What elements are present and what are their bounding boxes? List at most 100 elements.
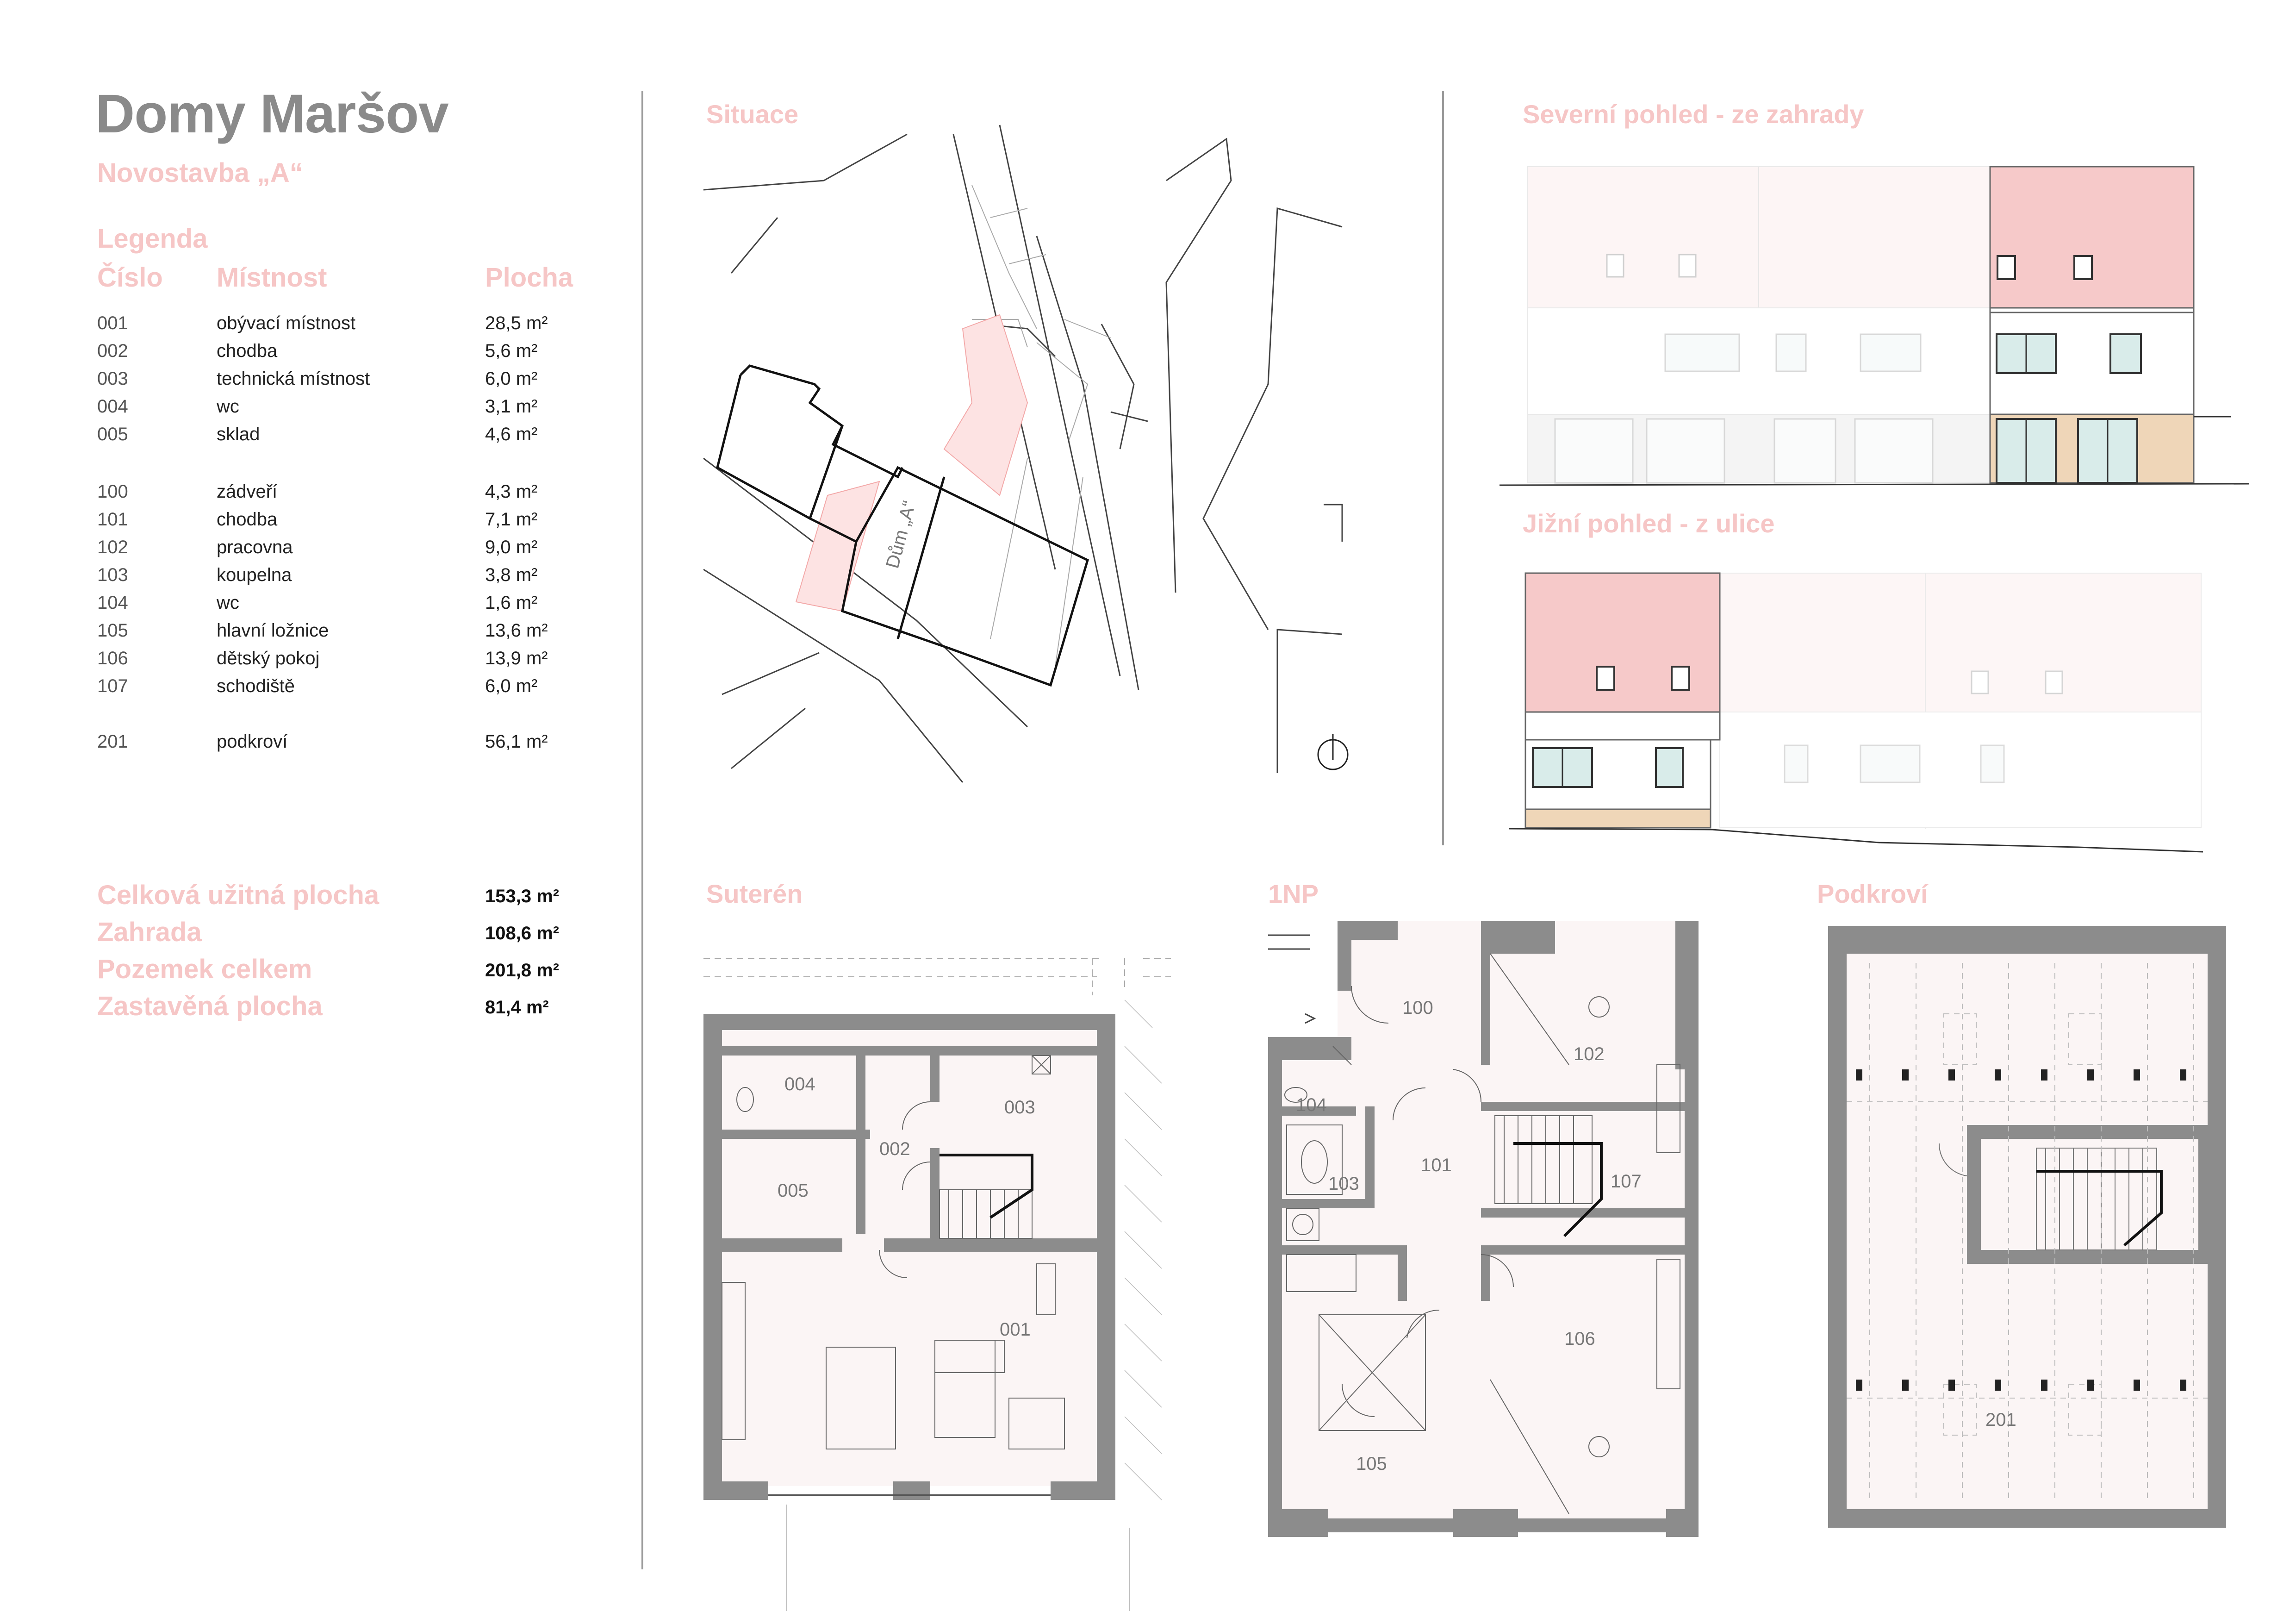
room-label-002: 002 — [879, 1139, 910, 1159]
legend-row: 106 dětský pokoj 13,9 m² — [97, 648, 560, 676]
legend-col-area: Plocha — [485, 262, 573, 293]
room-area: 28,5 m² — [485, 313, 548, 333]
room-area: 7,1 m² — [485, 509, 538, 530]
room-label-101: 101 — [1421, 1155, 1452, 1175]
room-area: 3,1 m² — [485, 396, 538, 417]
room-label-004: 004 — [784, 1074, 815, 1094]
room-name: chodba — [217, 341, 278, 361]
legend-row: 101 chodba 7,1 m² — [97, 509, 560, 537]
room-number: 004 — [97, 396, 128, 417]
north-elevation — [1499, 166, 2250, 486]
room-name: dětský pokoj — [217, 648, 320, 668]
room-number: 102 — [97, 537, 128, 557]
room-label-005: 005 — [778, 1181, 809, 1201]
room-number: 104 — [97, 593, 128, 613]
summary-row: Celková užitná plocha 153,3 m² — [97, 880, 606, 917]
room-number: 103 — [97, 565, 128, 585]
room-number: 107 — [97, 676, 128, 696]
south-elevation — [1508, 572, 2203, 853]
legend-heading: Legenda — [97, 224, 208, 254]
summary-label: Celková užitná plocha — [97, 880, 380, 910]
room-area: 56,1 m² — [485, 731, 548, 752]
room-name: zádveří — [217, 481, 278, 502]
page-title: Domy Maršov — [95, 83, 449, 144]
legend-row: 103 koupelna 3,8 m² — [97, 565, 560, 593]
summary-label: Zastavěná plocha — [97, 991, 323, 1021]
room-number: 105 — [97, 620, 128, 641]
legend-row: 004 wc 3,1 m² — [97, 396, 560, 424]
room-area: 9,0 m² — [485, 537, 538, 557]
legend-row: 105 hlavní ložnice 13,6 m² — [97, 620, 560, 648]
legend-row: 100 zádveří 4,3 m² — [97, 481, 560, 509]
legend-row: 002 chodba 5,6 m² — [97, 341, 560, 369]
room-number: 001 — [97, 313, 128, 333]
room-label-106: 106 — [1564, 1329, 1595, 1349]
legend-col-number: Číslo — [97, 262, 163, 293]
room-label-103: 103 — [1328, 1174, 1359, 1194]
room-number: 100 — [97, 481, 128, 502]
room-name: koupelna — [217, 565, 292, 585]
room-number: 201 — [97, 731, 128, 752]
room-label-104: 104 — [1296, 1095, 1327, 1115]
room-name: hlavní ložnice — [217, 620, 329, 641]
legend-row: 003 technická místnost 6,0 m² — [97, 369, 560, 396]
room-label-100: 100 — [1402, 998, 1433, 1018]
summary-row: Pozemek celkem 201,8 m² — [97, 954, 606, 991]
room-name: wc — [217, 396, 239, 417]
room-label-105: 105 — [1356, 1454, 1387, 1474]
room-area: 13,6 m² — [485, 620, 548, 641]
room-number: 106 — [97, 648, 128, 668]
room-number: 003 — [97, 369, 128, 389]
room-name: technická místnost — [217, 369, 370, 389]
room-area: 6,0 m² — [485, 676, 538, 696]
room-label-003: 003 — [1004, 1097, 1035, 1118]
section-title-1np: 1NP — [1268, 879, 1319, 908]
summary-value: 153,3 m² — [485, 886, 560, 906]
legend-col-room: Místnost — [217, 262, 327, 293]
room-label-001: 001 — [1000, 1319, 1031, 1340]
room-name: podkroví — [217, 731, 288, 752]
legend-row: 104 wc 1,6 m² — [97, 593, 560, 620]
room-area: 3,8 m² — [485, 565, 538, 585]
room-number: 002 — [97, 341, 128, 361]
room-area: 4,6 m² — [485, 424, 538, 444]
floor-plan-1np: 100 102 104 101 103 107 106 105 — [1268, 921, 1699, 1537]
floor-plan-suteren: 004 005 002 003 001 — [703, 958, 1171, 1611]
room-name: obývací místnost — [217, 313, 356, 333]
room-label-201: 201 — [1985, 1410, 2016, 1430]
legend-row: 102 pracovna 9,0 m² — [97, 537, 560, 565]
summary-row: Zastavěná plocha 81,4 m² — [97, 991, 606, 1028]
room-name: sklad — [217, 424, 260, 444]
site-plan: Dům „A“ — [703, 125, 1349, 783]
summary-row: Zahrada 108,6 m² — [97, 917, 606, 954]
section-title-suteren: Suterén — [706, 879, 803, 908]
summary-value: 81,4 m² — [485, 997, 549, 1018]
legend-row: 001 obývací místnost 28,5 m² — [97, 313, 560, 341]
summary-label: Pozemek celkem — [97, 954, 312, 984]
section-title-situace: Situace — [706, 100, 799, 129]
room-area: 6,0 m² — [485, 369, 538, 389]
summary-label: Zahrada — [97, 917, 202, 947]
legend-row: 201 podkroví 56,1 m² — [97, 731, 560, 759]
summary-value: 108,6 m² — [485, 923, 560, 943]
section-title-podkrovi: Podkroví — [1817, 879, 1928, 908]
north-arrow-icon — [1317, 734, 1349, 770]
room-label-107: 107 — [1611, 1171, 1642, 1192]
room-area: 5,6 m² — [485, 341, 538, 361]
room-area: 4,3 m² — [485, 481, 538, 502]
room-number: 005 — [97, 424, 128, 444]
room-name: schodiště — [217, 676, 295, 696]
room-number: 101 — [97, 509, 128, 530]
divider-right — [1442, 91, 1444, 845]
summary-value: 201,8 m² — [485, 960, 560, 981]
floor-plan-podkrovi: 201 — [1828, 926, 2226, 1528]
site-house-label: Dům „A“ — [882, 499, 920, 570]
room-area: 1,6 m² — [485, 593, 538, 613]
divider-left — [641, 91, 643, 1569]
room-name: wc — [217, 593, 239, 613]
section-title-north-view: Severní pohled - ze zahrady — [1523, 100, 1864, 129]
room-name: pracovna — [217, 537, 293, 557]
room-name: chodba — [217, 509, 278, 530]
page-subtitle: Novostavba „A“ — [97, 158, 303, 188]
room-area: 13,9 m² — [485, 648, 548, 668]
